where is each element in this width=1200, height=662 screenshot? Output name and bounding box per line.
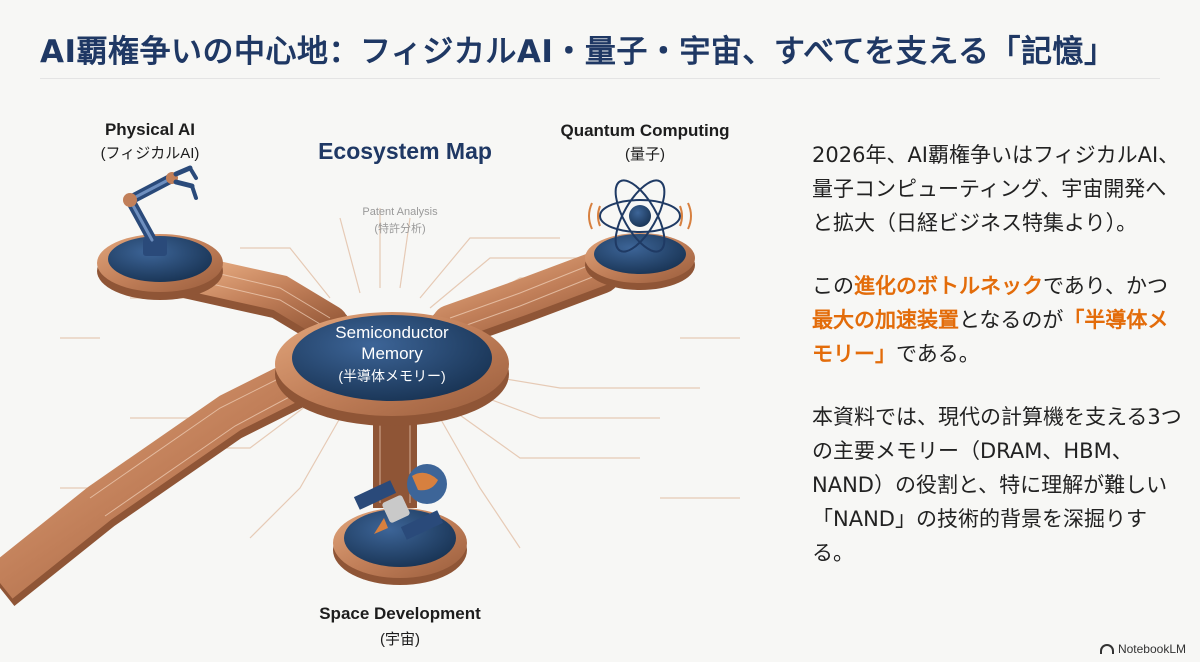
brand-label: NotebookLM (1117, 642, 1186, 656)
copper-traces (0, 250, 621, 606)
ecosystem-diagram: Physical AI (フィジカルAI) Ecosystem Map Pate… (0, 88, 780, 662)
highlight-bottleneck: 進化のボトルネック (854, 274, 1043, 298)
robot-arm-icon (123, 165, 198, 256)
hub-line2: Memory (361, 344, 423, 363)
para2-text-3: となるのが (959, 308, 1064, 332)
patent-analysis-watermark-sub: (特許分析) (374, 223, 426, 235)
memory-hub (275, 312, 509, 426)
paragraph-scope: 本資料では、現代の計算機を支える3つの主要メモリー（DRAM、HBM、NAND）… (812, 405, 1182, 565)
atom-icon (588, 179, 692, 253)
highlight-semiconductor-memory: 「半導体メモリー」 (812, 308, 1169, 366)
para2-text-2: であり、かつ (1043, 274, 1168, 298)
physical-ai-title: Physical AI (104, 120, 196, 139)
highlight-accelerator: 最大の加速装置 (812, 308, 959, 332)
space-platform (333, 464, 467, 585)
diagram-graphic (0, 165, 740, 606)
page-title: AI覇権争いの中心地：フィジカルAI・量子・宇宙、すべてを支える「記憶」 (40, 34, 1116, 70)
para2-text-1: この (812, 274, 854, 298)
explanation-text: 2026年、AI覇権争いはフィジカルAI、量子コンピューティング、宇宙開発へと拡… (812, 138, 1182, 599)
space-subtitle: (宇宙) (380, 631, 420, 648)
title-divider (40, 78, 1160, 79)
paragraph-bottleneck: この進化のボトルネックであり、かつ最大の加速装置となるのが「半導体メモリー」であ… (812, 269, 1182, 371)
satellite-icon (353, 464, 447, 540)
notebooklm-badge: NotebookLM (1099, 642, 1186, 656)
space-title: Space Development (319, 604, 481, 623)
hub-line1: Semiconductor (335, 323, 449, 342)
ecosystem-map-heading: Ecosystem Map (318, 138, 492, 164)
physical-ai-subtitle: (フィジカルAI) (100, 145, 200, 162)
quantum-subtitle: (量子) (625, 146, 665, 163)
paragraph-intro: 2026年、AI覇権争いはフィジカルAI、量子コンピューティング、宇宙開発へと拡… (812, 143, 1180, 235)
para2-text-4: である。 (896, 342, 980, 366)
hub-line3: (半導体メモリー) (338, 368, 446, 384)
notebooklm-logo-icon (1099, 644, 1114, 654)
quantum-platform (585, 179, 695, 290)
patent-analysis-watermark: Patent Analysis (362, 206, 438, 218)
physical-ai-platform (97, 165, 223, 300)
quantum-title: Quantum Computing (560, 121, 730, 140)
